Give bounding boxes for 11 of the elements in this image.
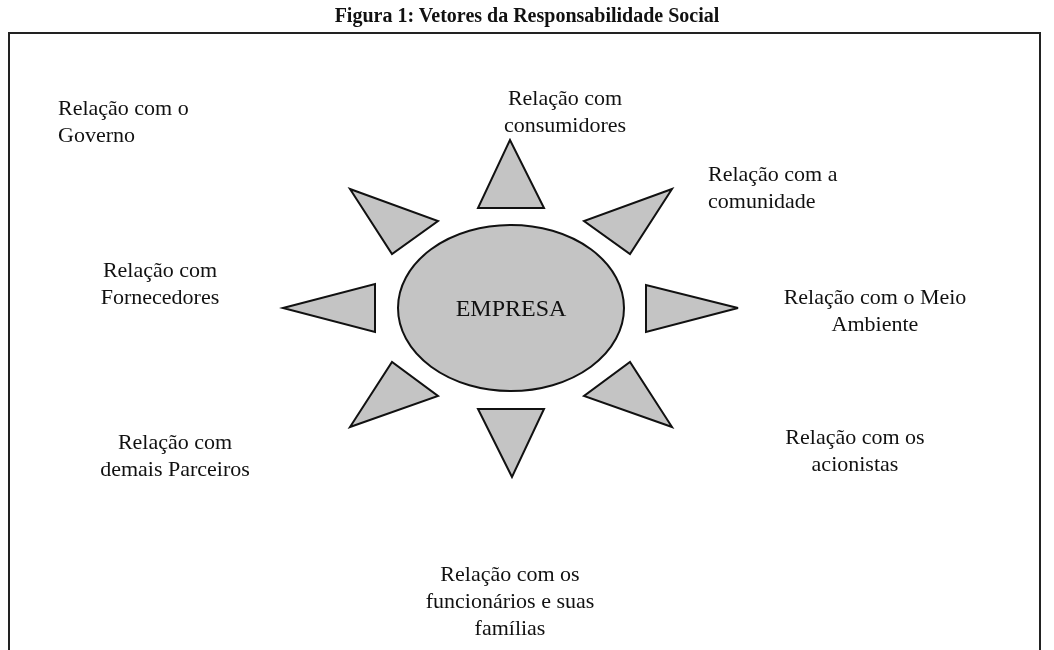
figure-title: Figura 1: Vetores da Responsabilidade Social bbox=[333, 4, 721, 27]
stakeholder-label: Relação com a comunidade bbox=[708, 160, 839, 214]
stakeholder-label: Relação com consumidores bbox=[502, 84, 628, 138]
stakeholder-label: Relação com o Meio Ambiente bbox=[782, 283, 968, 337]
stakeholder-label: Relação com demais Parceiros bbox=[100, 428, 250, 482]
stakeholder-label: Relação com Fornecedores bbox=[99, 256, 221, 310]
stakeholder-label: Relação com os funcionários e suas famílias bbox=[424, 560, 596, 641]
company-ellipse bbox=[397, 224, 625, 392]
node-label: EMPRESA bbox=[455, 294, 567, 322]
stakeholder-label: Relação com o Governo bbox=[58, 94, 190, 148]
stakeholder-label: Relação com os acionistas bbox=[784, 423, 926, 477]
